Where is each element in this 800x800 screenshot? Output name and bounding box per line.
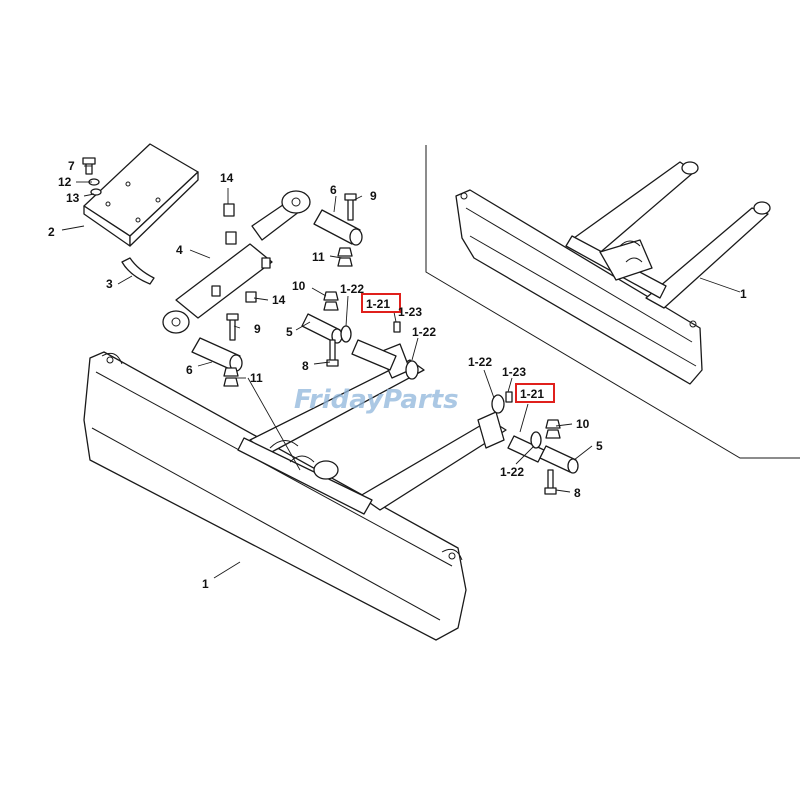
watermark-text: FridayParts <box>294 385 459 415</box>
inset-view <box>425 145 800 459</box>
label-1-21-right: 1-21 <box>520 387 544 401</box>
label-12: 12 <box>58 175 72 189</box>
label-2: 2 <box>48 225 55 239</box>
label-7: 7 <box>68 159 75 173</box>
label-1-main: 1 <box>202 577 209 591</box>
inset-blade <box>455 189 703 385</box>
label-1-23-left: 1-23 <box>398 305 422 319</box>
callout-labels: 7 12 13 2 3 14 4 6 9 11 10 1-22 1-21 1-2… <box>48 159 747 591</box>
highlight-box-1-21-right <box>515 383 555 403</box>
label-9-lower: 9 <box>254 322 261 336</box>
leader-lines <box>61 165 741 579</box>
label-9-upper: 9 <box>370 189 377 203</box>
inset-frame-arms <box>565 161 771 309</box>
label-6-lower: 6 <box>186 363 193 377</box>
label-8-right: 8 <box>574 486 581 500</box>
label-3: 3 <box>106 277 113 291</box>
label-14-upper: 14 <box>220 171 234 185</box>
label-5-left: 5 <box>286 325 293 339</box>
main-frame <box>237 343 507 515</box>
label-1-22-c: 1-22 <box>468 355 492 369</box>
cover-plate <box>83 143 199 285</box>
label-10-right: 10 <box>576 417 590 431</box>
label-1-23-right: 1-23 <box>502 365 526 379</box>
hydraulic-cylinder <box>162 190 311 334</box>
pins <box>191 209 579 474</box>
fasteners <box>82 157 561 495</box>
label-1-inset: 1 <box>740 287 747 301</box>
label-5-right: 5 <box>596 439 603 453</box>
label-8-left: 8 <box>302 359 309 373</box>
label-4: 4 <box>176 243 183 257</box>
label-14-lower: 14 <box>272 293 286 307</box>
label-1-22-a: 1-22 <box>340 282 364 296</box>
label-13: 13 <box>66 191 80 205</box>
label-11-upper: 11 <box>312 250 325 264</box>
highlight-box-1-21-left <box>361 293 401 313</box>
label-6-upper: 6 <box>330 183 337 197</box>
inset-frame <box>425 145 800 459</box>
label-1-21-left: 1-21 <box>366 297 390 311</box>
label-10-left: 10 <box>292 279 306 293</box>
label-1-22-d: 1-22 <box>500 465 524 479</box>
label-11-lower: 11 <box>250 371 263 385</box>
label-1-22-b: 1-22 <box>412 325 436 339</box>
